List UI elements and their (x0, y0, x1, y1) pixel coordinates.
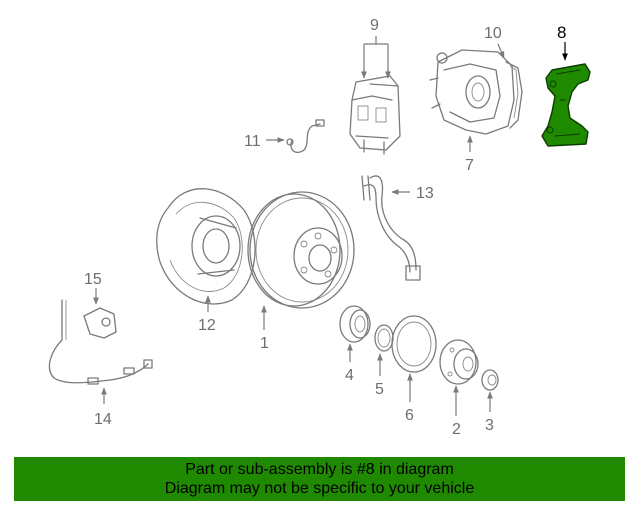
callout-6: 6 (405, 407, 414, 424)
callout-15: 15 (84, 271, 102, 288)
parts-diagram: 9 10 8 11 7 13 15 12 1 4 5 6 2 3 14 (48, 17, 591, 438)
brake-pads-part-9 (349, 75, 401, 155)
wear-sensor-part-11 (286, 119, 325, 154)
brake-caliper-part-7 (429, 49, 515, 135)
backing-ring-part-6 (391, 315, 437, 373)
banner-line-2: Diagram may not be specific to your vehi… (164, 480, 475, 497)
brake-rotor-part-1 (247, 191, 355, 309)
callout-12: 12 (198, 317, 216, 334)
dust-shield-part-12 (156, 188, 256, 305)
callout-8: 8 (557, 23, 566, 42)
snap-ring-part-5 (374, 324, 394, 352)
abs-sensor-part-14 (48, 299, 153, 385)
callout-13: 13 (416, 185, 434, 202)
wheel-bearing-part-4 (339, 305, 371, 343)
callout-4: 4 (345, 367, 354, 384)
callout-10: 10 (484, 25, 502, 42)
wheel-hub-part-2 (439, 339, 479, 385)
callout-11: 11 (244, 133, 261, 150)
callout-9: 9 (370, 17, 379, 34)
axle-nut-part-3 (481, 369, 499, 391)
sensor-bracket-part-15 (83, 307, 117, 339)
callout-14: 14 (94, 411, 112, 428)
callout-1: 1 (260, 335, 269, 352)
brake-hose-part-13 (361, 175, 421, 281)
sensor-clip-part-10 (505, 61, 523, 129)
callout-3: 3 (485, 417, 494, 434)
callout-7: 7 (465, 157, 474, 174)
banner-line-1: Part or sub-assembly is #8 in diagram (185, 461, 454, 478)
info-banner: Part or sub-assembly is #8 in diagram Di… (14, 457, 625, 501)
leader-lines (93, 36, 568, 416)
callout-5: 5 (375, 381, 384, 398)
callout-2: 2 (452, 421, 461, 438)
caliper-bracket-part-8[interactable] (541, 63, 591, 147)
